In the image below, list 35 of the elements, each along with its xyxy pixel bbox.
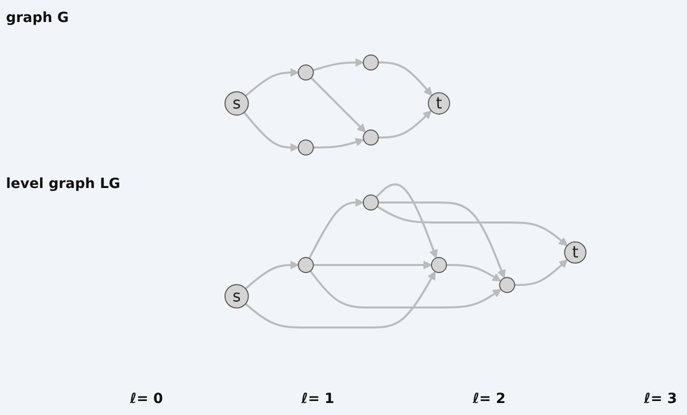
node-circle: [362, 194, 378, 210]
node-circle: [498, 276, 515, 293]
arrow: [244, 260, 298, 290]
level-label: ℓ= 0: [130, 391, 163, 407]
arrow: [244, 68, 298, 96]
node-circle: t: [427, 92, 450, 114]
arrow: [312, 58, 364, 71]
graph-title: level graph LG: [6, 176, 122, 192]
arrow: [376, 205, 568, 246]
arrow: [244, 270, 436, 328]
node-circle: [297, 256, 314, 273]
arrow: [514, 259, 568, 286]
arrow: [309, 270, 501, 308]
node-circle: [362, 129, 378, 146]
level-label: ℓ= 2: [472, 391, 506, 407]
arrow: [374, 183, 438, 258]
node-circle: [362, 54, 378, 70]
level-label: ℓ= 3: [644, 391, 677, 407]
level-label: ℓ= 1: [301, 391, 334, 407]
graph-title: graph G: [6, 10, 70, 26]
arrow: [312, 260, 432, 270]
arrow: [312, 138, 364, 148]
arrow: [378, 201, 506, 278]
arrow: [378, 110, 432, 138]
arrow: [378, 61, 432, 96]
arrow: [446, 264, 501, 282]
node-circle: s: [224, 284, 248, 308]
arrow: [308, 198, 364, 259]
arrow: [242, 112, 298, 152]
arrow: [310, 76, 366, 132]
node-circle: [430, 256, 447, 273]
node-circle: s: [224, 91, 248, 116]
node-circle: [297, 139, 314, 156]
node-circle: [297, 64, 314, 80]
node-circle: t: [564, 241, 586, 264]
